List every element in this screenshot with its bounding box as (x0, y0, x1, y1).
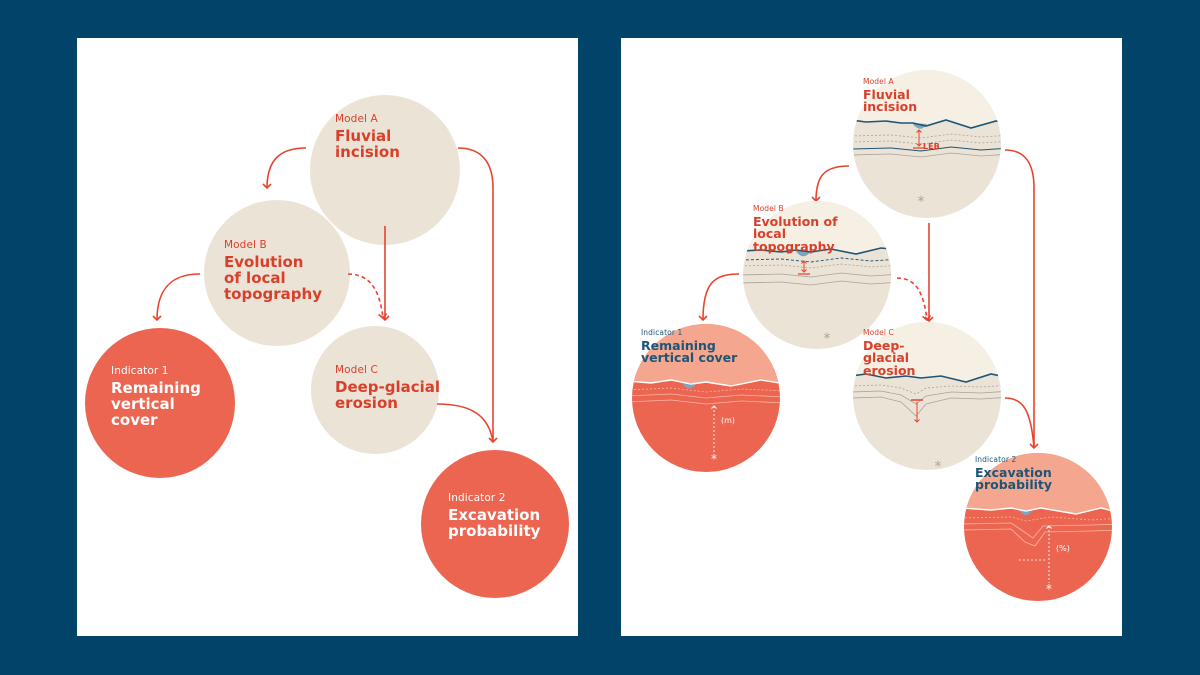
model-a-label: Model A Fluvial incision (863, 78, 923, 114)
model-b-label: Model B Evolution of local topography (753, 205, 868, 253)
arrow-b-to-c-dashed (347, 273, 388, 320)
indicator-2-sub: Indicator 2 (975, 455, 1017, 464)
arrow-c-to-indicator-2 (436, 403, 494, 443)
model-c-sub: Model C (335, 364, 378, 376)
model-a-label: Model A Fluvial incision (335, 113, 405, 161)
model-a-title: Fluvial incision (335, 127, 400, 161)
arrow-a-to-b (262, 147, 307, 190)
indicator-2-label: Indicator 2 Excavation probability (448, 492, 548, 540)
model-c-marker: * (935, 459, 942, 475)
indicator-2-label: Indicator 2 Excavation probability (975, 456, 1060, 492)
indicator-1-title: Remaining vertical cover (111, 379, 201, 429)
indicator-1-title: Remaining vertical cover (641, 337, 738, 366)
indicator-1-sub: Indicator 1 (641, 328, 683, 337)
arrow-b-to-indicator-1 (698, 273, 740, 322)
detailed-diagram-panel: * * * (621, 38, 1122, 636)
indicator-2-title: Excavation probability (975, 464, 1053, 493)
model-a-marker: * (918, 194, 925, 210)
model-b-marker: * (824, 331, 831, 347)
model-a-circle (310, 95, 460, 245)
indicator-1-circle (85, 328, 235, 478)
model-b-sub: Model B (753, 204, 784, 213)
arrow-b-to-c-dashed (896, 277, 932, 322)
indicator-1-unit: (m) (721, 416, 736, 425)
indicator-2-circle (421, 450, 569, 598)
indicator-1-sub: Indicator 1 (111, 365, 169, 377)
model-b-sub: Model B (224, 239, 267, 251)
model-c-title: Deep-glacial erosion (863, 337, 916, 378)
indicator-2-title: Excavation probability (448, 506, 541, 540)
model-c-sub: Model C (863, 328, 894, 337)
indicator-1-marker: * (711, 452, 717, 466)
model-c-title: Deep-glacial erosion (335, 378, 441, 412)
detailed-diagram: * * * (632, 70, 1112, 601)
model-c-label: Model C Deep-glacial erosion (863, 329, 948, 377)
arrow-b-to-indicator-1 (152, 273, 201, 322)
indicator-2-unit: (%) (1056, 544, 1070, 553)
arrow-a-to-indicator-2 (1004, 149, 1039, 450)
flow-arrows (152, 147, 498, 444)
arrow-c-to-indicator-2 (1004, 397, 1035, 449)
model-a-sub: Model A (335, 113, 378, 125)
model-b-label: Model B Evolution of local topography (224, 239, 324, 303)
model-c-label: Model C Deep-glacial erosion (335, 364, 445, 412)
indicator-1-label: Indicator 1 Remaining vertical cover (111, 365, 206, 429)
indicator-2-marker: * (1046, 582, 1052, 596)
model-a-sub: Model A (863, 77, 894, 86)
arrow-a-to-indicator-2 (457, 147, 498, 444)
model-c-circle (311, 326, 439, 454)
overview-diagram-panel: Model A Fluvial incision Model B Evoluti… (77, 38, 578, 636)
indicator-2-sub: Indicator 2 (448, 492, 506, 504)
model-a-title: Fluvial incision (863, 86, 918, 115)
model-b-title: Evolution of local topography (753, 213, 838, 254)
flow-arrows (698, 149, 1039, 450)
model-b-circle (204, 200, 350, 346)
indicator-1-label: Indicator 1 Remaining vertical cover (641, 329, 746, 365)
arrow-a-to-b (811, 165, 850, 203)
leb-annotation: LEB (923, 142, 940, 151)
model-b-title: Evolution of local topography (224, 253, 322, 303)
